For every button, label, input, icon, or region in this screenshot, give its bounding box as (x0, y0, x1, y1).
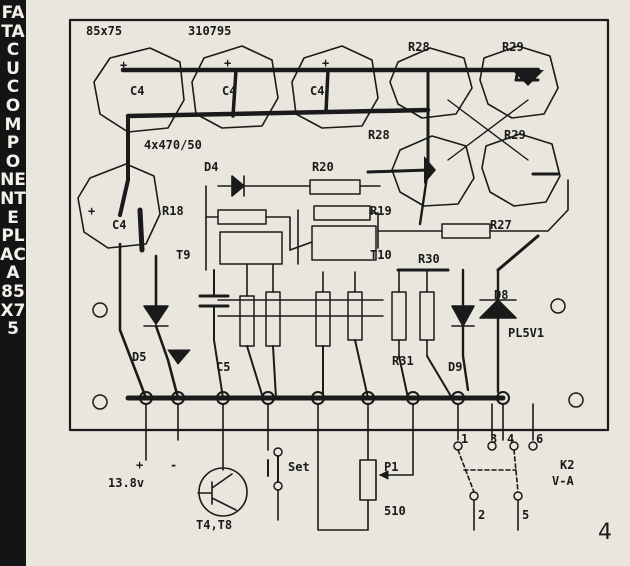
r18-resistor (217, 209, 267, 225)
r29-pad-1 (479, 45, 559, 119)
pin-1-label: 1 (461, 432, 469, 446)
r28-label-2: R28 (368, 128, 390, 142)
set-button-symbol (267, 455, 279, 483)
pcb-drawing (68, 18, 610, 531)
pin-3-label: 3 (490, 432, 498, 446)
t9-label: T9 (176, 248, 191, 262)
k2-label: K2 (560, 458, 575, 472)
r31-label: R31 (392, 354, 414, 368)
r29-label-2: R29 (504, 128, 526, 142)
board-code-label: 310795 (188, 24, 232, 38)
p1-potentiometer (359, 459, 377, 501)
r18-label: R18 (162, 204, 184, 218)
d4-label: D4 (204, 160, 219, 174)
c4-plus-2: + (224, 56, 232, 70)
c4-plus-3: + (322, 56, 330, 70)
r27-resistor (441, 223, 491, 239)
k2-sub-label: V-A (552, 474, 574, 488)
trace-c4-left (118, 114, 130, 217)
pin-5-label: 5 (522, 508, 530, 522)
c4-pad-4 (77, 163, 161, 249)
pl5v1-label: PL5V1 (508, 326, 545, 340)
figure-number: 4 (598, 520, 612, 545)
hole-bl (92, 394, 108, 410)
pcb-diagram: 85x75 310795 C4 C4 C4 C4 + + + + 4x470/5… (28, 0, 630, 566)
r30-resistor-a (391, 291, 407, 341)
board-outline (68, 18, 610, 432)
supply-plus-label: + (136, 458, 144, 472)
r19-resistor (313, 205, 371, 221)
d5-label: D5 (132, 350, 147, 364)
c4-plus-4: + (88, 204, 96, 218)
t9-box (219, 231, 283, 265)
t10-label: T10 (370, 248, 392, 262)
r28-pad-1 (389, 47, 473, 119)
cap-spec-label: 4x470/50 (144, 138, 202, 152)
t10-box (311, 225, 377, 261)
trace-second-bus (125, 107, 431, 119)
vertical-caption-bar: FATA CU COMPONENTE PLACA 85X75 (0, 0, 26, 566)
d5-diode (143, 305, 169, 327)
r28-pad-2 (391, 135, 475, 207)
pin-2-label: 2 (478, 508, 486, 522)
r20-label: R20 (312, 160, 334, 174)
d9-label: D9 (448, 360, 463, 374)
d9-diode (451, 305, 475, 327)
c5-label: C5 (216, 360, 231, 374)
d8-label: D8 (494, 288, 509, 302)
c4-label-4: C4 (112, 218, 127, 232)
hole-tl (92, 302, 108, 318)
c4-pad-1 (93, 47, 185, 133)
supply-minus-label: - (170, 458, 178, 472)
c4-label-2: C4 (222, 84, 237, 98)
c4-plus-1: + (120, 58, 128, 72)
d4-diode (231, 175, 245, 197)
hole-r2 (568, 392, 584, 408)
k2-switch-symbol (457, 449, 519, 493)
d8-diode (479, 299, 517, 319)
set-label: Set (288, 460, 310, 474)
r30-label: R30 (418, 252, 440, 266)
vertical-caption: FATA CU COMPONENTE PLACA 85X75 (0, 3, 26, 340)
pin-4-label: 4 (507, 432, 515, 446)
c4-label-1: C4 (130, 84, 145, 98)
r29-pad-2 (481, 133, 561, 207)
p1-value-label: 510 (384, 504, 406, 518)
r28-label-1: R28 (408, 40, 430, 54)
c4-pad-3 (291, 45, 379, 129)
r19-label: R19 (370, 204, 392, 218)
pin-6-label: 6 (536, 432, 544, 446)
r20-resistor (309, 179, 361, 195)
r30-resistor-b (419, 291, 435, 341)
c5-capacitor (198, 294, 230, 308)
supply-voltage-label: 13.8v (108, 476, 145, 490)
p1-label: P1 (384, 460, 399, 474)
c4-label-3: C4 (310, 84, 325, 98)
r29-label-1: R29 (502, 40, 524, 54)
r27-label: R27 (490, 218, 512, 232)
transistor-label: T4,T8 (196, 518, 233, 532)
transistor-symbol (198, 467, 248, 517)
hole-r1 (550, 298, 566, 314)
c4-pad-2 (191, 45, 279, 129)
board-size-label: 85x75 (86, 24, 123, 38)
